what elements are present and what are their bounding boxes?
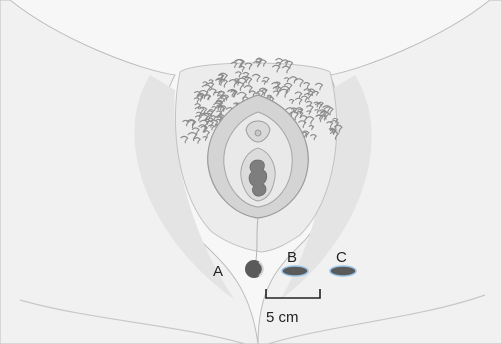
marker-c-label: C bbox=[336, 249, 347, 266]
marker-a-label: A bbox=[213, 263, 223, 280]
marker-b-ellipse bbox=[282, 266, 308, 276]
clitoris bbox=[255, 130, 261, 136]
marker-c-ellipse bbox=[330, 266, 356, 276]
marker-b-label: B bbox=[287, 249, 297, 266]
scale-bar-label: 5 cm bbox=[266, 309, 299, 326]
